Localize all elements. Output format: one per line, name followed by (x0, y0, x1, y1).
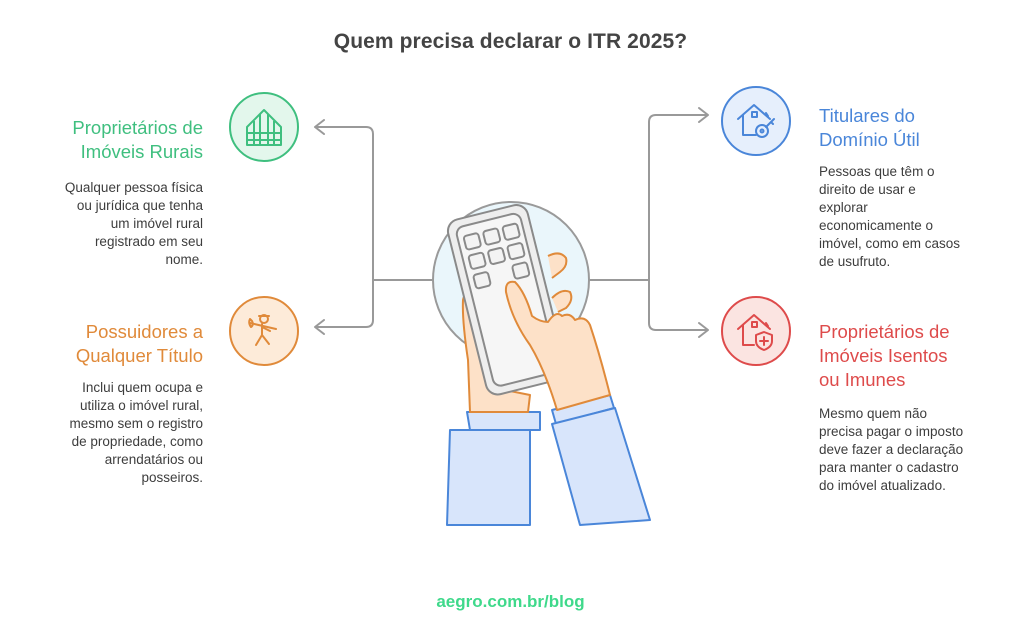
description-line: direito de usar e (819, 182, 916, 197)
description-line: Qualquer pessoa física (64, 180, 203, 195)
description-line: de usufruto. (819, 254, 891, 269)
description-line: um imóvel rural (110, 216, 203, 231)
page-title: Quem precisa declarar o ITR 2025? (333, 30, 688, 53)
heading-isentos-imunes: Proprietários de Imóveis Isentos ou Imun… (819, 320, 1009, 392)
farmer-icon (248, 314, 277, 346)
description-line: Pessoas que têm o (819, 164, 935, 179)
description-possuidores: Inclui quem ocupa e utiliza o imóvel rur… (20, 379, 203, 487)
heading-line: ou Imunes (819, 369, 906, 390)
description-line: explorar (819, 200, 868, 215)
heading-line: Domínio Útil (819, 129, 920, 150)
house-shield-icon (737, 314, 773, 351)
description-line: Mesmo quem não (819, 406, 928, 421)
house-shield-icon-circle (721, 296, 791, 366)
description-line: mesmo sem o registro (69, 416, 203, 431)
footer-link[interactable]: aegro.com.br/blog (436, 592, 585, 611)
description-line: registrado em seu (94, 234, 203, 249)
description-line: imóvel, como em casos (819, 236, 961, 251)
greenhouse-icon-circle (229, 92, 299, 162)
heading-titulares-dominio: Titulares do Domínio Útil (819, 104, 1009, 152)
description-line: arrendatários ou (104, 452, 203, 467)
description-line: do imóvel atualizado. (819, 478, 946, 493)
description-isentos-imunes: Mesmo quem não precisa pagar o imposto d… (819, 405, 1009, 495)
heading-proprietarios-rurais: Proprietários de Imóveis Rurais (20, 116, 203, 164)
description-line: precisa pagar o imposto (819, 424, 964, 439)
description-line: utiliza o imóvel rural, (79, 398, 203, 413)
heading-line: Proprietários de (72, 117, 203, 138)
heading-line: Possuidores a (85, 321, 203, 342)
description-line: ou jurídica que tenha (76, 198, 203, 213)
heading-line: Titulares do (819, 105, 915, 126)
heading-line: Qualquer Título (75, 345, 203, 366)
description-line: para manter o cadastro (819, 460, 959, 475)
farmer-icon-circle (229, 296, 299, 366)
description-titulares-dominio: Pessoas que têm o direito de usar e expl… (819, 163, 1009, 271)
heading-line: Imóveis Rurais (80, 141, 203, 162)
house-key-icon-circle (721, 86, 791, 156)
description-line: de propriedade, como (71, 434, 203, 449)
greenhouse-icon (246, 109, 282, 146)
house-key-icon (737, 104, 775, 138)
description-line: posseiros. (141, 470, 203, 485)
heading-possuidores: Possuidores a Qualquer Título (20, 320, 203, 368)
description-line: nome. (165, 252, 203, 267)
description-line: deve fazer a declaração (819, 442, 964, 457)
description-proprietarios-rurais: Qualquer pessoa física ou jurídica que t… (20, 179, 203, 269)
heading-line: Imóveis Isentos (819, 345, 948, 366)
description-line: economicamente o (819, 218, 934, 233)
description-line: Inclui quem ocupa e (82, 380, 203, 395)
heading-line: Proprietários de (819, 321, 950, 342)
